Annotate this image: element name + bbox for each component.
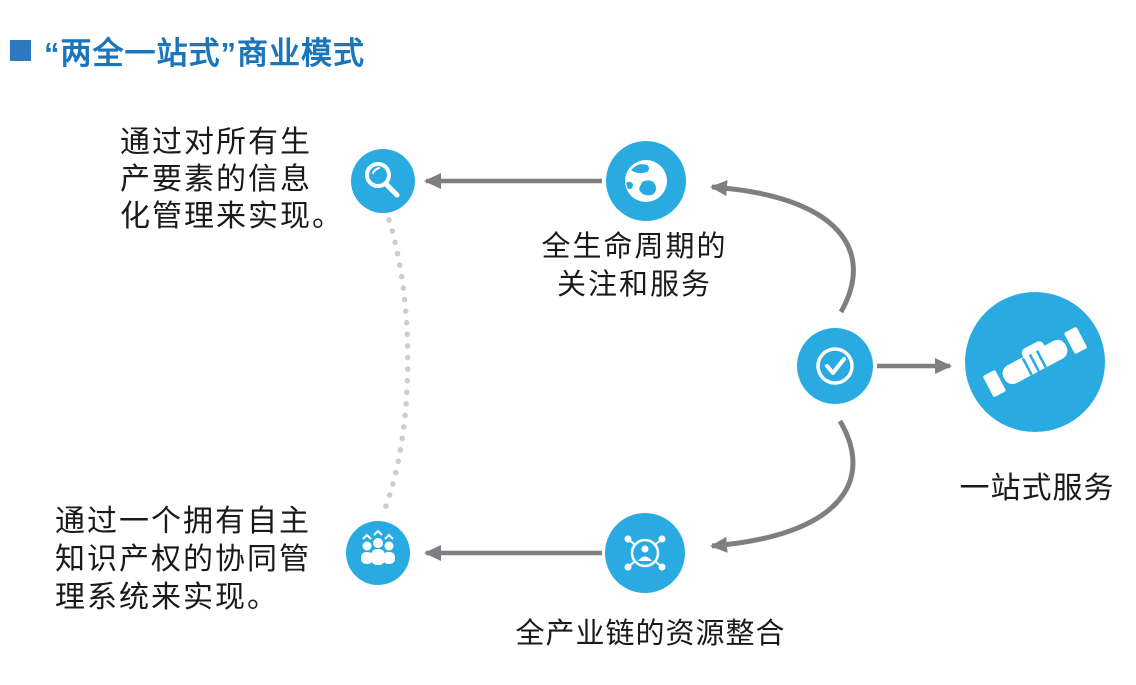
globe-node: [606, 141, 686, 221]
label-industry-chain: 全产业链的资源整合: [515, 616, 786, 650]
note-info-management: 通过对所有生 产要素的信息 化管理来实现。: [120, 125, 344, 234]
dotted-connector: [380, 217, 411, 517]
page-title: “两全一站式”商业模式: [44, 36, 365, 71]
curved-arrow-check-to-globe: [710, 180, 856, 314]
search-node-circle: [351, 149, 415, 213]
check-node: [797, 328, 873, 404]
search-icon: [365, 162, 400, 198]
handshake-icon: [983, 327, 1087, 397]
title-bullet-square: [10, 40, 31, 61]
globe-icon: [625, 160, 667, 202]
team-node: [346, 521, 410, 585]
label-lifecycle-service: 全生命周期的 关注和服务: [541, 229, 728, 301]
handshake-node: [965, 292, 1105, 432]
label-one-stop-service: 一站式服务: [959, 471, 1115, 506]
search-node: [351, 149, 415, 213]
network-node: [605, 513, 685, 593]
team-icon: [361, 529, 395, 565]
curved-arrow-check-to-network: [710, 419, 856, 553]
note-collab-system: 通过一个拥有自主 知识产权的协同管 理系统来实现。: [55, 504, 311, 615]
check-circle-icon: [816, 347, 854, 385]
network-icon: [624, 535, 666, 571]
check-node-circle: [797, 328, 873, 404]
page-header: “两全一站式”商业模式: [10, 28, 365, 73]
